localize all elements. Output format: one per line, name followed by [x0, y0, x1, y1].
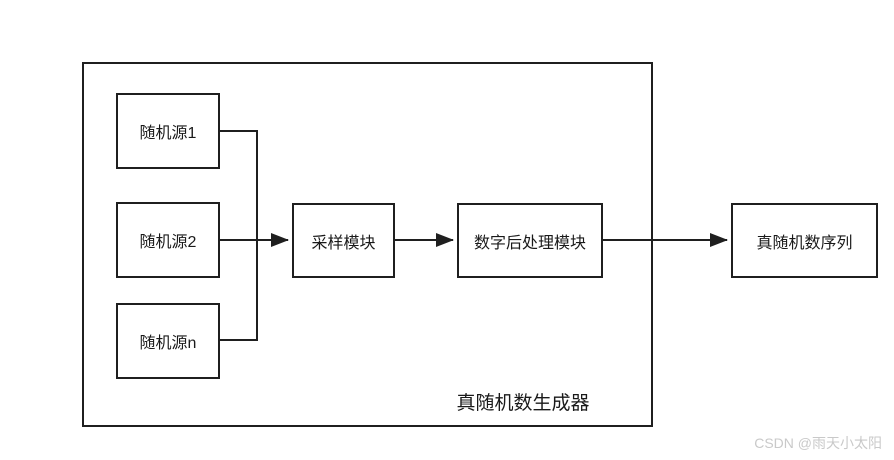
node-output-sequence-label: 真随机数序列	[756, 234, 853, 252]
node-postprocess-module: 数字后处理模块	[457, 203, 603, 278]
node-random-source-2-label: 随机源2	[139, 234, 197, 251]
node-random-source-n-label: 随机源n	[139, 335, 197, 352]
node-postprocess-module-label: 数字后处理模块	[473, 234, 586, 252]
source-bus-line	[219, 130, 258, 341]
node-random-source-n: 随机源n	[116, 303, 220, 379]
node-output-sequence: 真随机数序列	[731, 203, 878, 278]
node-sampling-module-label: 采样模块	[311, 234, 376, 252]
node-sampling-module: 采样模块	[292, 203, 395, 278]
node-random-source-1-label: 随机源1	[139, 125, 197, 142]
generator-container-label: 真随机数生成器	[456, 393, 590, 414]
node-random-source-1: 随机源1	[116, 93, 220, 169]
generator-container-box	[82, 62, 653, 427]
watermark-text: CSDN @雨天小太阳	[754, 435, 882, 451]
node-random-source-2: 随机源2	[116, 202, 220, 278]
